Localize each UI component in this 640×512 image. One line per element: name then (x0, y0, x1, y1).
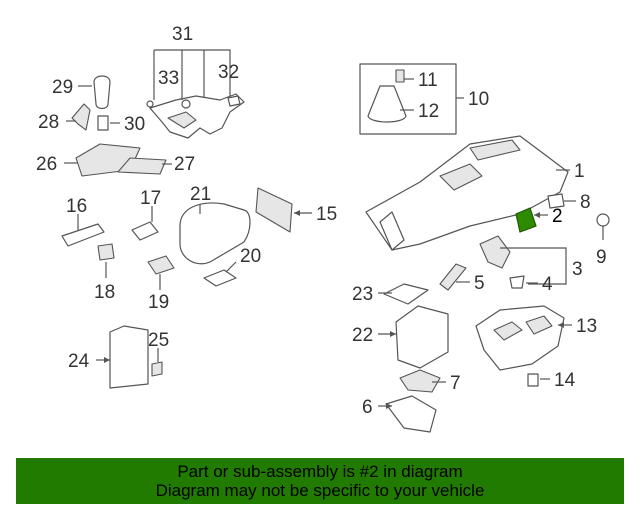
callout-14: 14 (554, 370, 576, 391)
callout-33: 33 (158, 68, 179, 89)
callout-6: 6 (362, 397, 373, 418)
part-12-shift-boot (367, 85, 407, 123)
callout-25: 25 (148, 330, 169, 351)
part-27-plate (117, 157, 167, 175)
callout-22: 22 (352, 325, 373, 346)
shifter-assembly (71, 75, 245, 139)
callout-27: 27 (174, 154, 195, 175)
console-front-face (379, 211, 405, 251)
part-28-boot (71, 103, 91, 131)
cupholder-left-well (493, 321, 523, 341)
part-29-shift-knob (93, 75, 111, 110)
part-2-highlighted (515, 207, 537, 233)
part-20-pad (203, 269, 237, 287)
callout-20: 20 (240, 246, 261, 267)
callout-13: 13 (576, 316, 597, 337)
part-23-pad (383, 283, 429, 305)
banner-line-2: Diagram may not be specific to your vehi… (155, 481, 485, 500)
part-8-clip (547, 193, 565, 209)
shifter-mechanism (149, 93, 245, 139)
exploded-parts-diagram: 31 33 32 29 28 30 26 27 16 17 21 15 20 1… (36, 24, 610, 433)
part-32-clip (227, 95, 241, 107)
callout-numbers: 31 33 32 29 28 30 26 27 16 17 21 15 20 1… (36, 24, 607, 418)
part-4-grommet (509, 275, 525, 289)
part-14-bolt (527, 373, 539, 387)
console-storage-cutout (469, 139, 521, 161)
callout-23: 23 (352, 284, 373, 305)
callout-30: 30 (124, 114, 145, 135)
callout-7: 7 (450, 373, 461, 394)
banner-line-1: Part or sub-assembly is #2 in diagram (177, 462, 463, 481)
part-13-cupholder (475, 305, 565, 371)
callout-10: 10 (468, 89, 489, 110)
callout-17: 17 (140, 188, 161, 209)
callout-18: 18 (94, 282, 115, 303)
part-19-socket (147, 255, 175, 275)
arrow-22 (390, 331, 396, 337)
callout-28: 28 (38, 112, 59, 133)
callout-29: 29 (52, 77, 73, 98)
part-1-console (365, 135, 569, 251)
part-7-bracket (399, 369, 441, 393)
part-9-screw (596, 213, 610, 227)
callout-15: 15 (316, 204, 337, 225)
callout-2: 2 (552, 206, 563, 227)
callout-16: 16 (66, 196, 87, 217)
part-3-bracket (479, 235, 511, 269)
part-5-strip (439, 263, 467, 291)
part-33-clip (181, 99, 191, 109)
part-24-side-panel (109, 325, 149, 389)
arrow-24 (104, 357, 110, 363)
part-11-ring (395, 69, 405, 83)
part-17-connector (131, 221, 159, 241)
console-cupholder-cutout (439, 163, 483, 191)
callout-9: 9 (596, 247, 607, 268)
arrow-2 (534, 212, 540, 218)
part-21-armrest-lid (179, 202, 251, 265)
part-15-switch-panel (255, 187, 293, 233)
arrow-15 (294, 210, 300, 216)
callout-5: 5 (474, 273, 485, 294)
leader-3 (500, 247, 567, 285)
callout-24: 24 (68, 351, 90, 372)
callout-32: 32 (218, 62, 239, 83)
part-31-pin (146, 100, 154, 108)
arrow-13 (558, 322, 564, 328)
callout-4: 4 (542, 274, 553, 295)
part-18-block (97, 243, 115, 261)
leader-20 (225, 261, 237, 273)
part-25-clip (151, 361, 163, 377)
part-16-switch (61, 223, 105, 247)
callout-19: 19 (148, 292, 169, 313)
callout-8: 8 (580, 192, 591, 213)
callout-21: 21 (190, 184, 211, 205)
shifter-linkage (167, 111, 197, 129)
part-22-storage-box (395, 305, 449, 369)
leader-31b (154, 49, 231, 96)
cupholder-right-well (525, 315, 553, 335)
callout-12: 12 (418, 101, 439, 122)
callout-31: 31 (172, 24, 193, 45)
arrow-6 (386, 403, 392, 409)
callout-26: 26 (36, 154, 57, 175)
info-banner: Part or sub-assembly is #2 in diagram Di… (16, 458, 624, 504)
callout-3: 3 (572, 259, 583, 280)
part-30-bushing (97, 115, 109, 131)
callout-11: 11 (418, 70, 438, 91)
callout-1: 1 (574, 161, 585, 182)
part-6-bracket (385, 395, 437, 433)
